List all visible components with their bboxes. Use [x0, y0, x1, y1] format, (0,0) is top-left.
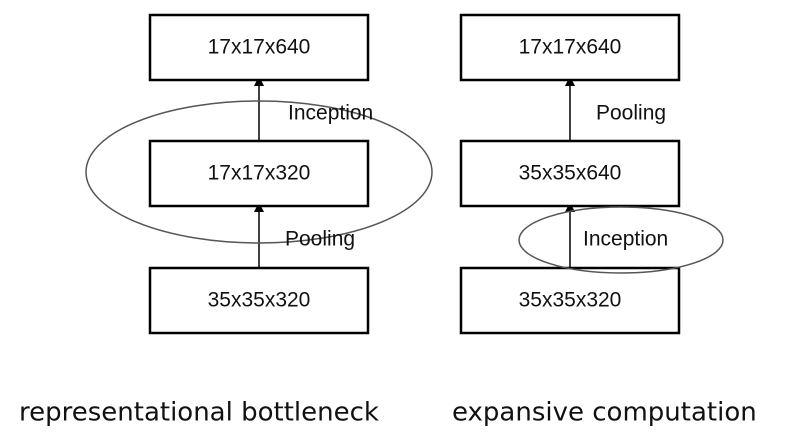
left-bottom-box	[148, 266, 370, 335]
left-upper-edge-label: Inception	[288, 102, 373, 125]
right-top-box	[459, 13, 681, 82]
left-middle-box-label: 17x17x320	[208, 162, 311, 185]
right-top-box-label: 17x17x640	[519, 36, 622, 59]
left-top-box	[148, 13, 370, 82]
left-top-box-label: 17x17x640	[208, 36, 311, 59]
right-upper-edge-label: Pooling	[596, 102, 666, 125]
left-bottom-box-label: 35x35x320	[208, 289, 311, 312]
right-highlight-ellipse	[518, 206, 724, 274]
right-middle-box	[459, 139, 681, 208]
left-lower-edge-label: Pooling	[285, 228, 355, 251]
right-bottom-box-label: 35x35x320	[519, 289, 622, 312]
right-bottom-box	[459, 266, 681, 335]
right-caption: expansive computation	[452, 398, 757, 428]
left-highlight-ellipse	[85, 100, 433, 244]
left-diagram: 17x17x640 17x17x320 35x35x320 Inception …	[19, 13, 433, 428]
right-lower-edge-label: Inception	[583, 228, 668, 251]
left-caption: representational bottleneck	[19, 398, 379, 428]
left-middle-box	[148, 139, 370, 208]
right-middle-box-label: 35x35x640	[519, 162, 622, 185]
right-diagram: 17x17x640 35x35x640 35x35x320 Pooling In…	[452, 13, 757, 428]
